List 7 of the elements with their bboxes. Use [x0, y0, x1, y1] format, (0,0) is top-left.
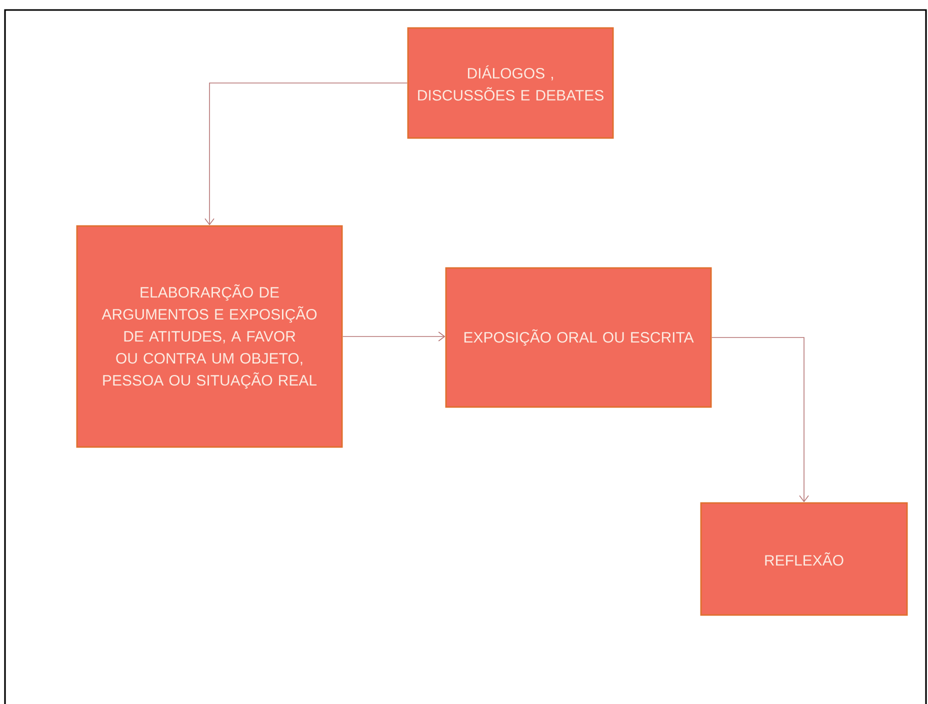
process-box: EXPOSIÇÃO ORAL OU ESCRITA — [445, 267, 712, 408]
arrow — [204, 82, 408, 226]
process-box: REFLEXÃO — [700, 502, 908, 616]
arrow — [711, 337, 809, 502]
process-box: ELABORARÇÃO DE ARGUMENTOS E EXPOSIÇÃO DE ATITUDES, A FAVOR OU CONTRA UM OBJETO, PESSOA OU SITUAÇÃO REAL — [76, 225, 343, 448]
arrow — [342, 332, 446, 342]
process-box: DIÁLOGOS , DISCUSSÕES E DEBATES — [407, 27, 614, 139]
